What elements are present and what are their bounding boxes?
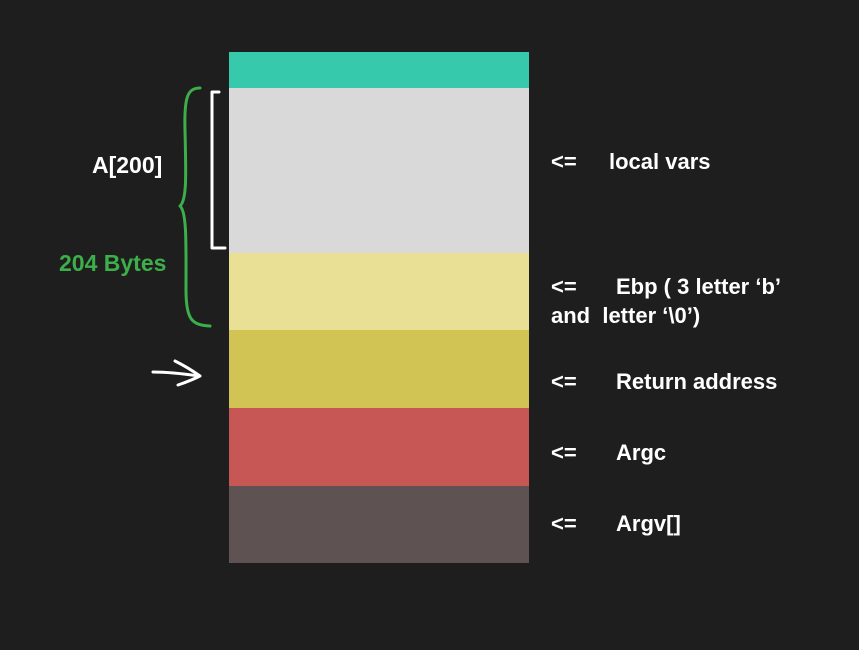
arrow-argc: <= — [551, 440, 577, 465]
label-local-vars: local vars — [609, 149, 711, 174]
stack-block-local — [229, 88, 529, 253]
stack-block-return — [229, 330, 529, 408]
label-ebp-line1: Ebp ( 3 letter ‘b’ — [616, 274, 782, 299]
stack-block-argc — [229, 408, 529, 486]
array-annotation: A[200] — [92, 152, 163, 178]
bytes-brace — [178, 86, 212, 328]
stack-block-top — [229, 52, 529, 88]
stack-block-argv — [229, 486, 529, 563]
bytes-annotation: 204 Bytes — [59, 250, 167, 276]
stack-block-ebp — [229, 253, 529, 330]
arrow-argv: <= — [551, 511, 577, 536]
array-bracket — [210, 90, 227, 250]
arrow-ebp: <= — [551, 274, 577, 299]
label-argc: Argc — [616, 440, 667, 465]
hand-drawn-arrow-icon — [151, 359, 202, 387]
label-ebp-line2: and letter ‘\0’) — [551, 303, 701, 328]
label-return-address: Return address — [616, 369, 778, 394]
arrow-local: <= — [551, 149, 577, 174]
arrow-return: <= — [551, 369, 577, 394]
label-argv: Argv[] — [616, 511, 681, 536]
